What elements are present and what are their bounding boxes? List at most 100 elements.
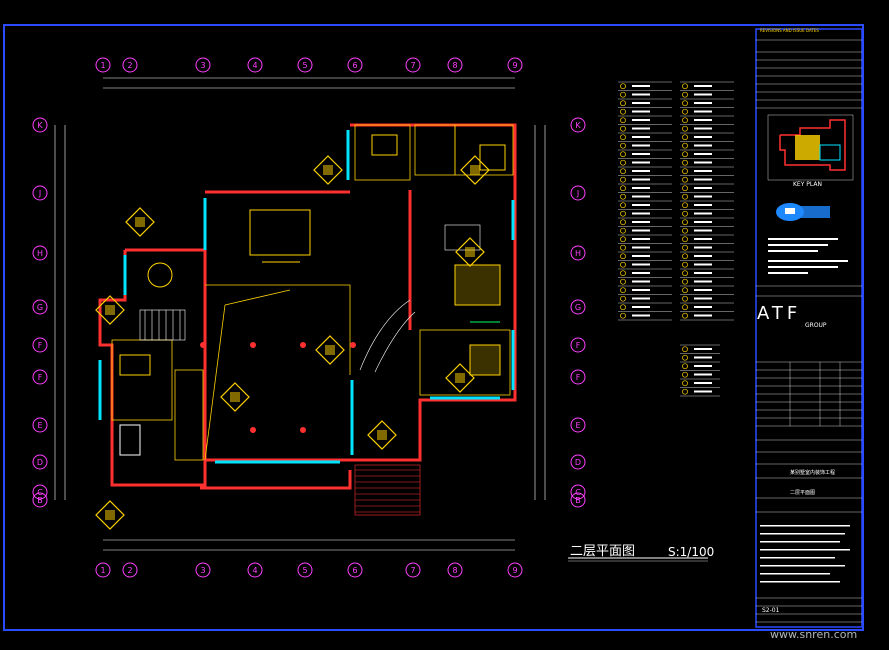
windows <box>98 130 515 464</box>
grid-bubble <box>32 337 48 353</box>
legend-symbol <box>682 151 688 158</box>
room-tag-diamond <box>460 155 490 185</box>
legend-text-stub <box>694 119 712 121</box>
legend-symbol <box>682 270 688 277</box>
legend-text-stub <box>632 280 650 283</box>
project-notes-lines <box>760 525 850 583</box>
grid-bubble-label: K <box>37 121 43 130</box>
grid-bubble <box>32 454 48 470</box>
key-plan-label: KEY PLAN <box>793 181 822 188</box>
grid-bubble-label: D <box>575 458 581 467</box>
legend-text-stub <box>694 127 712 130</box>
legend-text-stub <box>694 170 712 172</box>
legend-text-stub <box>632 85 650 87</box>
grid-bubble-label: G <box>37 303 43 312</box>
grid-bubble-label: C <box>37 488 43 497</box>
grid-bubble <box>347 562 363 578</box>
room-tag-diamond <box>455 237 485 267</box>
room-tag-fill <box>135 217 145 227</box>
titleblock-frame <box>755 28 863 628</box>
grid-bubble <box>32 417 48 433</box>
legend-symbol <box>682 134 688 141</box>
room-tag-fill <box>470 165 480 175</box>
legend-symbol <box>620 253 626 260</box>
legend-symbol <box>620 151 626 158</box>
legend-text-stub <box>694 153 712 155</box>
legend-symbol <box>620 142 626 149</box>
legend-text-stub <box>632 263 650 266</box>
legend-text-stub <box>694 390 712 393</box>
legend-symbol <box>620 202 626 209</box>
grid-bubble-label: 1 <box>100 566 105 575</box>
grid-bubble <box>570 454 586 470</box>
legend-symbol <box>620 108 626 115</box>
legend-symbol <box>682 388 688 395</box>
grid-bubble <box>447 562 463 578</box>
grid-bubble-label: 8 <box>452 61 457 70</box>
legend-text-stub <box>632 272 650 274</box>
grid-bubble <box>95 562 111 578</box>
light-points <box>200 342 356 433</box>
grid-bubble <box>570 484 586 500</box>
legend-text-stub <box>694 255 712 257</box>
legend-text-stub <box>632 306 650 308</box>
room-tag-fill <box>377 430 387 440</box>
legend-text-stub <box>632 110 650 113</box>
grid-bubble-label: G <box>575 303 581 312</box>
legend-symbol <box>682 346 688 353</box>
legend-symbol <box>620 270 626 277</box>
legend-text-stub <box>632 136 650 138</box>
legend-symbol <box>682 295 688 302</box>
room-tag-diamond <box>315 335 345 365</box>
room-tag-fill <box>455 373 465 383</box>
grid-bubble <box>297 562 313 578</box>
room-tag-fill <box>323 165 333 175</box>
grid-bubble-label: K <box>575 121 581 130</box>
legend-text-stub <box>632 297 650 300</box>
legend-symbol <box>682 278 688 285</box>
legend-text-stub <box>694 382 712 384</box>
room-tag-fill <box>230 392 240 402</box>
room-tags <box>95 155 490 530</box>
walls <box>98 123 517 490</box>
legend-text-stub <box>694 373 712 376</box>
furniture <box>119 134 506 456</box>
legend-symbol <box>620 304 626 311</box>
grid-bubble <box>405 562 421 578</box>
legend-text-stub <box>694 110 712 113</box>
legend-symbol <box>682 202 688 209</box>
legend-text-stub <box>694 102 712 104</box>
legend-symbol <box>682 371 688 378</box>
drawing-scale: S:1/100 <box>668 545 715 559</box>
legend-text-stub <box>694 229 712 232</box>
legend-symbol <box>682 117 688 124</box>
legend-symbol <box>620 278 626 285</box>
atf-group-text: GROUP <box>805 322 827 329</box>
legend-symbol <box>682 244 688 251</box>
legend-symbol <box>682 125 688 132</box>
grid-bubble <box>570 299 586 315</box>
grid-bubble-label: 4 <box>252 566 257 575</box>
legend-symbol <box>620 227 626 234</box>
room-tag-fill <box>105 305 115 315</box>
legend-text-stub <box>694 348 712 350</box>
legend-symbol <box>620 100 626 107</box>
legend-text-stub <box>694 297 712 300</box>
grid-bubble <box>570 117 586 133</box>
legend-text-stub <box>632 314 650 317</box>
legend-table-small <box>680 344 720 397</box>
grid-bubble <box>447 57 463 73</box>
sheet-number: S2-01 <box>762 607 780 614</box>
grid-bubble <box>122 562 138 578</box>
legend-text-stub <box>694 272 712 274</box>
grid-bubble-label: 2 <box>127 566 132 575</box>
key-plan-graphic <box>767 114 854 181</box>
legend-text-stub <box>632 178 650 181</box>
legend-text-stub <box>694 314 712 317</box>
legend-symbol <box>620 219 626 226</box>
legend-text-stub <box>632 187 650 189</box>
